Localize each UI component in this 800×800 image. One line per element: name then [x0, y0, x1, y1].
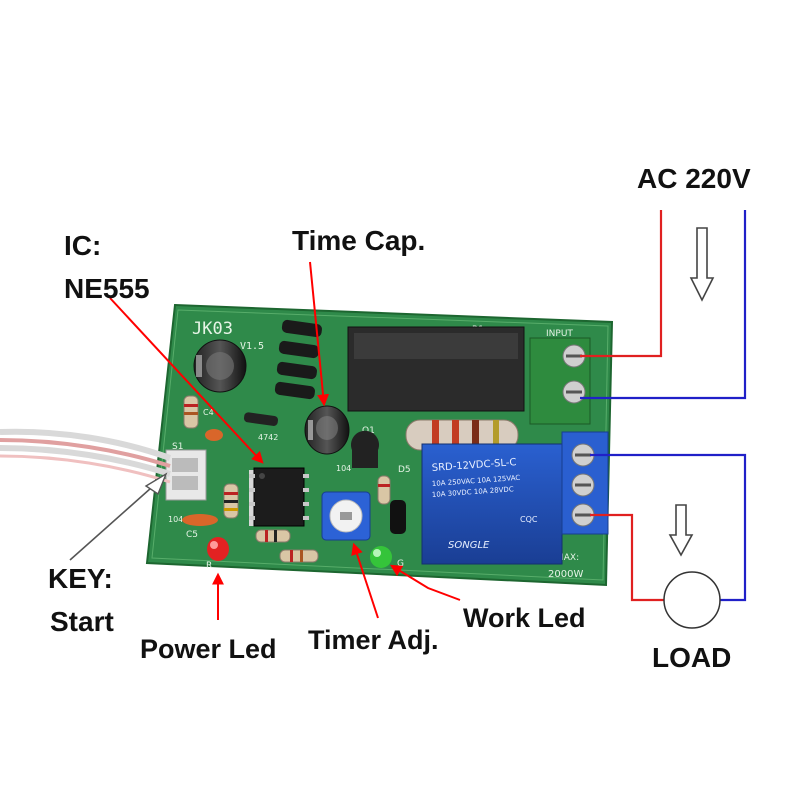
r-silk: R	[206, 561, 212, 571]
input-terminal	[529, 337, 591, 425]
small-resistors	[183, 395, 391, 563]
output-terminal	[561, 431, 609, 535]
start-label: Start	[50, 606, 114, 637]
x2-capacitor	[347, 326, 525, 412]
current-direction-arrows	[668, 227, 715, 557]
power-silk: 2000W	[548, 569, 583, 580]
board-model-rev: V1.5	[240, 341, 264, 352]
transistor-q1	[351, 430, 380, 468]
workled-callout-arrow	[389, 564, 461, 601]
timer-adj-label: Timer Adj.	[308, 625, 439, 655]
ic-part-label: NE555	[64, 273, 150, 304]
power-led	[207, 537, 229, 561]
c4-silk: C4	[203, 408, 214, 417]
key-callout-arrow	[69, 472, 168, 561]
work-led	[370, 546, 392, 568]
q1-silk: Q1	[362, 426, 375, 436]
ceramic-capacitors	[182, 429, 223, 526]
key-label: KEY:	[48, 563, 113, 594]
silk-104b: 104	[336, 464, 351, 473]
ac-voltage-label: AC 220V	[637, 163, 751, 194]
wiring	[580, 210, 747, 602]
load-symbol	[663, 571, 721, 629]
ne555-chip	[249, 467, 309, 527]
time-cap-label: Time Cap.	[292, 225, 426, 256]
s1-silk: S1	[172, 442, 183, 452]
ic-label: IC:	[64, 230, 102, 261]
timeradj-callout-arrow	[351, 542, 379, 619]
c5-silk: C5	[186, 530, 198, 540]
time-capacitor	[304, 405, 350, 455]
key-cable	[0, 428, 172, 484]
g-silk: G	[397, 559, 404, 569]
relay-cqc: CQC	[520, 515, 538, 524]
timecap-callout-arrow	[309, 261, 330, 407]
relay-brand: SONGLE	[448, 540, 490, 551]
board-model: JK03	[192, 319, 233, 339]
key-connector	[165, 449, 207, 501]
silk-104a: 104	[168, 515, 183, 524]
callout-arrows	[109, 261, 461, 620]
capacitor-c4	[193, 339, 247, 393]
work-led-label: Work Led	[463, 603, 586, 633]
load-neutral-wire	[590, 453, 747, 602]
silk-4742: 4742	[258, 433, 278, 442]
max-silk: MAX:	[556, 553, 579, 563]
relay: SRD-12VDC-SL-C 10A 250VAC 10A 125VAC 10A…	[421, 443, 563, 565]
diodes	[243, 319, 406, 534]
timer-potentiometer	[321, 491, 371, 541]
ac-neutral-wire	[580, 210, 747, 400]
ic-callout-arrow	[109, 297, 264, 464]
input-silk: INPUT	[546, 329, 573, 339]
load-live-wire	[590, 513, 665, 602]
load-label: LOAD	[652, 642, 732, 673]
ac-live-wire	[580, 210, 663, 358]
power-led-label: Power Led	[140, 634, 277, 664]
d5-silk: D5	[398, 465, 411, 475]
